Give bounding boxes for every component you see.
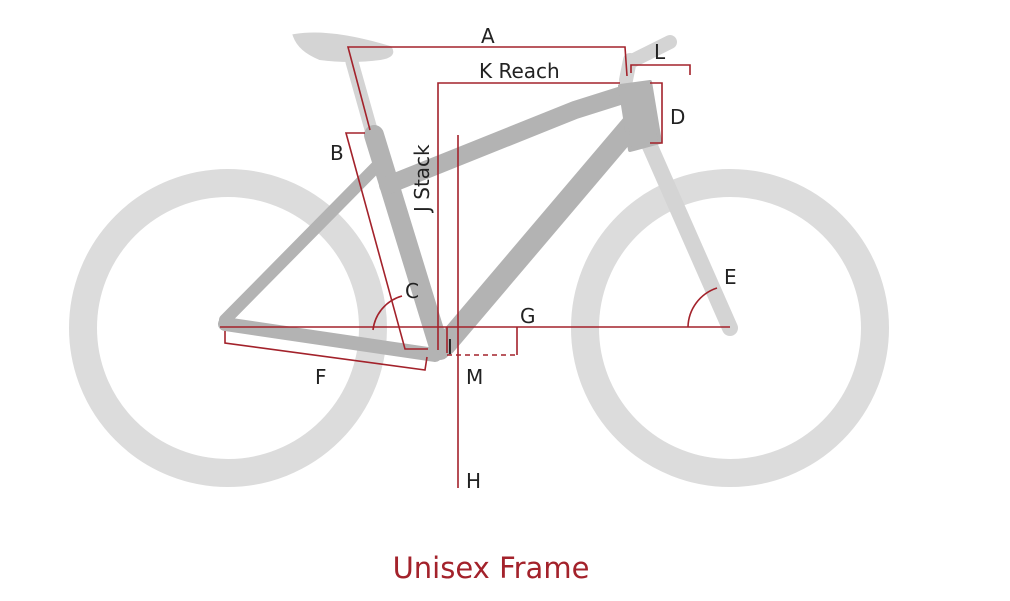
line-F — [224, 331, 428, 371]
frame — [218, 80, 662, 362]
label-K-reach: K Reach — [479, 59, 560, 83]
top-tube — [379, 83, 641, 194]
label-B: B — [330, 141, 344, 165]
line-A — [346, 46, 628, 131]
label-F: F — [315, 365, 327, 389]
arc-C — [372, 295, 403, 331]
label-D: D — [670, 105, 685, 129]
line-D — [650, 82, 663, 144]
label-A: A — [481, 24, 495, 48]
label-H: H — [466, 469, 481, 493]
down-tube — [434, 109, 647, 356]
arc-E — [687, 287, 718, 328]
line-B — [344, 132, 428, 350]
label-I: I — [447, 335, 453, 359]
line-J-K — [437, 82, 620, 350]
line-L — [630, 64, 691, 75]
diagram-title: Unisex Frame — [393, 551, 590, 585]
label-C: C — [405, 279, 419, 303]
label-E: E — [724, 265, 737, 289]
label-L: L — [654, 40, 666, 64]
fork — [637, 127, 738, 336]
label-M: M — [466, 365, 483, 389]
chainstay — [218, 317, 442, 362]
label-J-stack: J Stack — [410, 144, 434, 214]
seatstay — [219, 159, 384, 326]
head-tube — [618, 80, 662, 152]
seat-tube — [364, 125, 450, 360]
front-wheel — [571, 169, 889, 487]
measurements — [220, 46, 730, 488]
saddle — [292, 32, 394, 62]
handlebar — [623, 35, 677, 69]
label-G: G — [520, 304, 536, 328]
